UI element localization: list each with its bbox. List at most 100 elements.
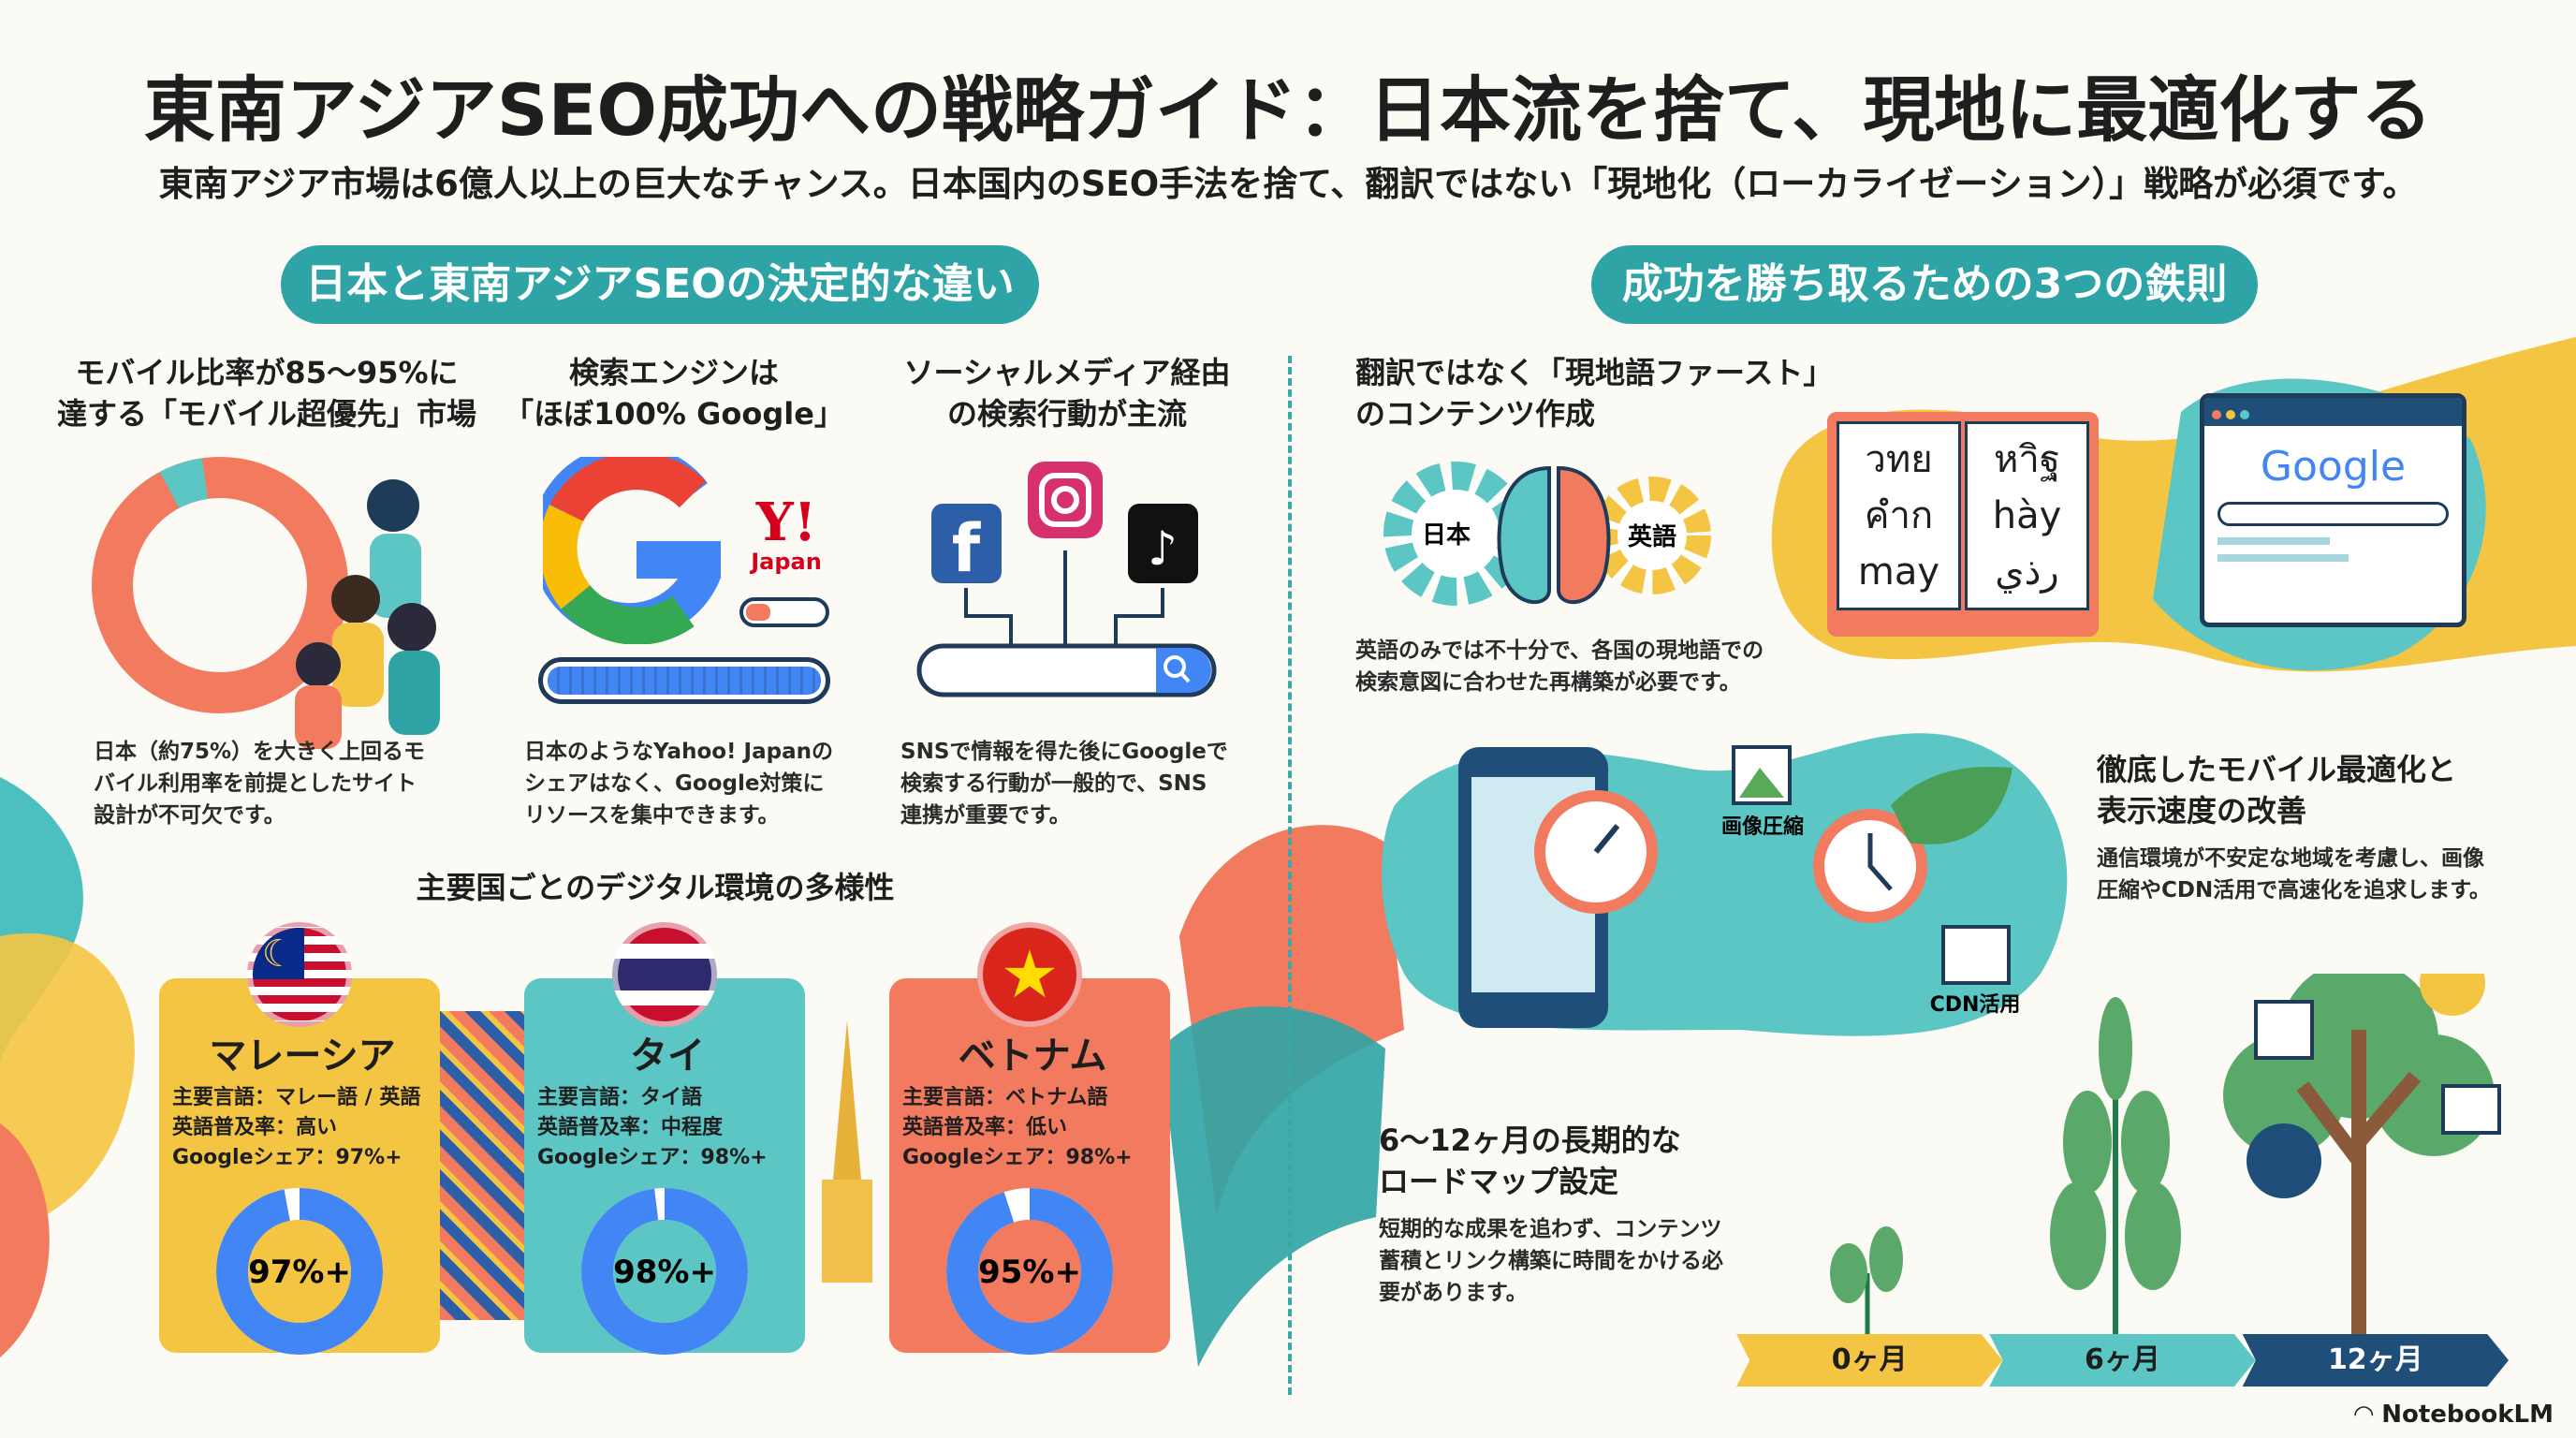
yahoo-share-bar (739, 597, 829, 627)
temple-decoration (822, 1020, 872, 1283)
stopwatch-icon (1534, 790, 1658, 914)
mobile-description: 日本（約75%）を大きく上回るモ バイル利用率を前提としたサイト 設計が不可欠で… (94, 736, 487, 831)
desc-line: 短期的な成果を追わず、コンテンツ (1379, 1217, 1722, 1241)
section-pill-differences: 日本と東南アジアSEOの決定的な違い (281, 245, 1039, 324)
growth-plants-illustration (1830, 974, 2501, 1334)
social-description: SNSで情報を得た後にGoogleで 検索する行動が一般的で、SNS 連携が重要… (900, 736, 1266, 831)
heading-line: 6〜12ヶ月の長期的な (1379, 1123, 1681, 1158)
heading-line: 達する「モバイル超優先」市場 (56, 396, 476, 432)
donut-label: 98%+ (613, 1254, 716, 1291)
image-icon (1732, 745, 1792, 805)
country-name: ベトナム (958, 1034, 1107, 1078)
rule1-heading: 翻訳ではなく「現地語ファースト」 のコンテンツ作成 (1355, 352, 1861, 434)
google-share-donut: 98%+ (581, 1188, 748, 1355)
country-english: 英語普及率：中程度 (537, 1116, 724, 1139)
timeline-12-months: 12ヶ月 (2242, 1334, 2509, 1387)
page-title: 東南アジアSEO成功への戦略ガイド：日本流を捨て、現地に最適化する (143, 68, 2433, 152)
donut-label: 95%+ (978, 1254, 1081, 1291)
page-subtitle: 東南アジア市場は6億人以上の巨大なチャンス。日本国内のSEO手法を捨て、翻訳では… (158, 164, 2418, 204)
donut-share-arc (581, 1188, 748, 1355)
country-google-share: Googleシェア：97%+ (172, 1146, 402, 1169)
desc-line: 英語のみでは不十分で、各国の現地語での (1355, 638, 1764, 663)
notebooklm-logo-icon: ◠ (2354, 1401, 2382, 1429)
heading-line: 検索エンジンは (568, 355, 779, 390)
country-language: 主要言語：ベトナム語 (902, 1086, 1108, 1109)
gear-left-label: 日本 (1422, 521, 1471, 550)
section-pill-rules: 成功を勝ち取るための3つの鉄則 (1591, 245, 2258, 324)
notebooklm-brand: ◠ NotebookLM (2354, 1401, 2554, 1429)
textile-decoration (440, 1011, 524, 1320)
svg-text:♪: ♪ (1148, 521, 1178, 576)
heading-line: 徹底したモバイル最適化と (2097, 752, 2457, 787)
thailand-flag-icon (612, 922, 717, 1027)
mobile-heading: モバイル比率が85〜95%に 達する「モバイル超優先」市場 (56, 352, 477, 434)
people-illustration (295, 479, 440, 749)
rule2-description: 通信環境が不安定な地域を考慮し、画像 圧縮やCDN活用で高速化を追求します。 (2097, 843, 2565, 906)
heading-line: 表示速度の改善 (2097, 793, 2307, 829)
country-language: 主要言語：タイ語 (537, 1086, 703, 1109)
donut-center (613, 1220, 716, 1323)
google-share-bar (538, 657, 830, 704)
donut-center (248, 1220, 351, 1323)
desc-line: 日本のようなYahoo! Japanの (524, 740, 833, 764)
donut-share-arc (946, 1188, 1113, 1355)
desc-line: 蓄積とリンク構築に時間をかける必 (1379, 1249, 1723, 1273)
desc-line: 圧縮やCDN活用で高速化を追求します。 (2097, 878, 2491, 902)
desc-line: 検索する行動が一般的で、SNS (900, 771, 1208, 796)
facebook-icon: f (931, 504, 1002, 587)
rule3-heading: 6〜12ヶ月の長期的な ロードマップ設定 (1379, 1120, 1772, 1202)
countries-heading: 主要国ごとのデジタル環境の多様性 (416, 870, 895, 905)
desc-line: リソースを集中できます。 (524, 803, 780, 828)
tiktok-icon: ♪ (1128, 504, 1198, 583)
instagram-icon (1028, 462, 1103, 538)
yahoo-logo-text: Y! (755, 492, 817, 553)
search-engine-description: 日本のようなYahoo! Japanの シェアはなく、Google対策に リソー… (524, 736, 880, 831)
google-logo: Google (2260, 443, 2407, 491)
sprout-icon (1830, 1226, 1903, 1334)
google-g-icon (543, 457, 721, 644)
brain-gears-icon: 日本 英語 (1383, 462, 1711, 606)
browser-window-icon: Google (2200, 393, 2466, 627)
country-name: マレーシア (209, 1034, 396, 1078)
book-word: hày (1992, 494, 2062, 537)
desc-line: 連携が重要です。 (900, 803, 1071, 828)
desc-line: 検索意図に合わせた再構築が必要です。 (1355, 670, 1741, 695)
desc-line: シェアはなく、Google対策に (524, 771, 825, 796)
section-divider (1288, 356, 1292, 1395)
plant-icon (2050, 997, 2181, 1334)
social-search-illustration: f ♪ (916, 462, 1217, 697)
roadmap-timeline: 0ヶ月 6ヶ月 12ヶ月 (1736, 1334, 2509, 1387)
rule2-heading: 徹底したモバイル最適化と 表示速度の改善 (2097, 749, 2546, 831)
vietnam-flag-icon: ★ (977, 922, 1082, 1027)
malaysia-flag-icon: ☾ (247, 922, 352, 1027)
desc-line: SNSで情報を得た後にGoogleで (900, 740, 1228, 764)
rule1-description: 英語のみでは不十分で、各国の現地語での 検索意図に合わせた再構築が必要です。 (1355, 635, 1805, 698)
brand-text: NotebookLM (2381, 1401, 2554, 1429)
cdn-icon (1941, 925, 2011, 985)
heading-line: モバイル比率が85〜95%に (75, 355, 459, 390)
yahoo-logo-sub: Japan (751, 549, 822, 575)
heading-line: 翻訳ではなく「現地語ファースト」 (1355, 355, 1834, 390)
donut-center (978, 1220, 1081, 1323)
yahoo-japan-logo: Y! Japan (739, 496, 833, 575)
book-word: วทย (1865, 438, 1933, 481)
heading-line: 「ほぼ100% Google」 (504, 396, 844, 432)
country-google-share: Googleシェア：98%+ (537, 1146, 768, 1169)
heading-line: のコンテンツ作成 (1355, 396, 1596, 432)
country-name: タイ (630, 1034, 705, 1078)
image-compression-label: 画像圧縮 (1721, 814, 1804, 839)
mobile-speed-illustration: 画像圧縮 CDN活用 (1458, 745, 2020, 1028)
clock-icon (1813, 809, 1927, 923)
book-word: may (1857, 550, 1940, 594)
google-share-donut: 97%+ (216, 1188, 383, 1355)
gear-right-label: 英語 (1628, 522, 1676, 551)
country-english: 英語普及率：高い (172, 1116, 338, 1139)
google-share-donut: 95%+ (946, 1188, 1113, 1355)
desc-line: 要があります。 (1379, 1281, 1528, 1305)
desc-line: 設計が不可欠です。 (94, 803, 285, 828)
donut-share-arc (216, 1188, 383, 1355)
country-google-share: Googleシェア：98%+ (902, 1146, 1133, 1169)
svg-text:f: f (952, 510, 982, 587)
heading-line: ロードマップ設定 (1379, 1164, 1619, 1199)
